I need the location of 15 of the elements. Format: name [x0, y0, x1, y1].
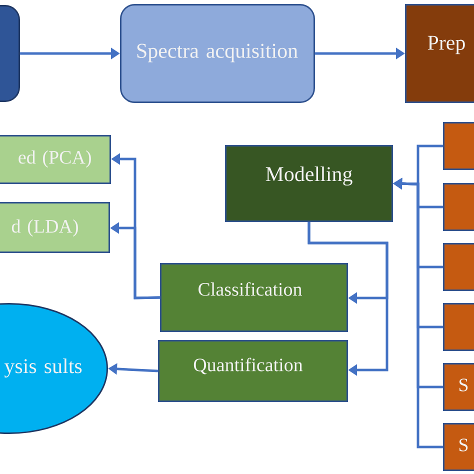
process-box [0, 5, 20, 102]
process-box: Prep [405, 4, 474, 103]
arrow [308, 222, 388, 376]
process-box: Classification [160, 263, 348, 332]
method-box [443, 122, 474, 170]
process-box: Quantification [158, 340, 348, 402]
method-box: d (LDA) [0, 202, 110, 253]
method-box: S [443, 423, 474, 471]
process-box: Spectra acquisition [120, 4, 315, 103]
method-box: S [443, 363, 474, 411]
process-box: Modelling [225, 145, 393, 222]
method-box: ed (PCA) [0, 135, 111, 184]
method-box [443, 303, 474, 351]
method-box [443, 183, 474, 231]
method-box [443, 243, 474, 291]
